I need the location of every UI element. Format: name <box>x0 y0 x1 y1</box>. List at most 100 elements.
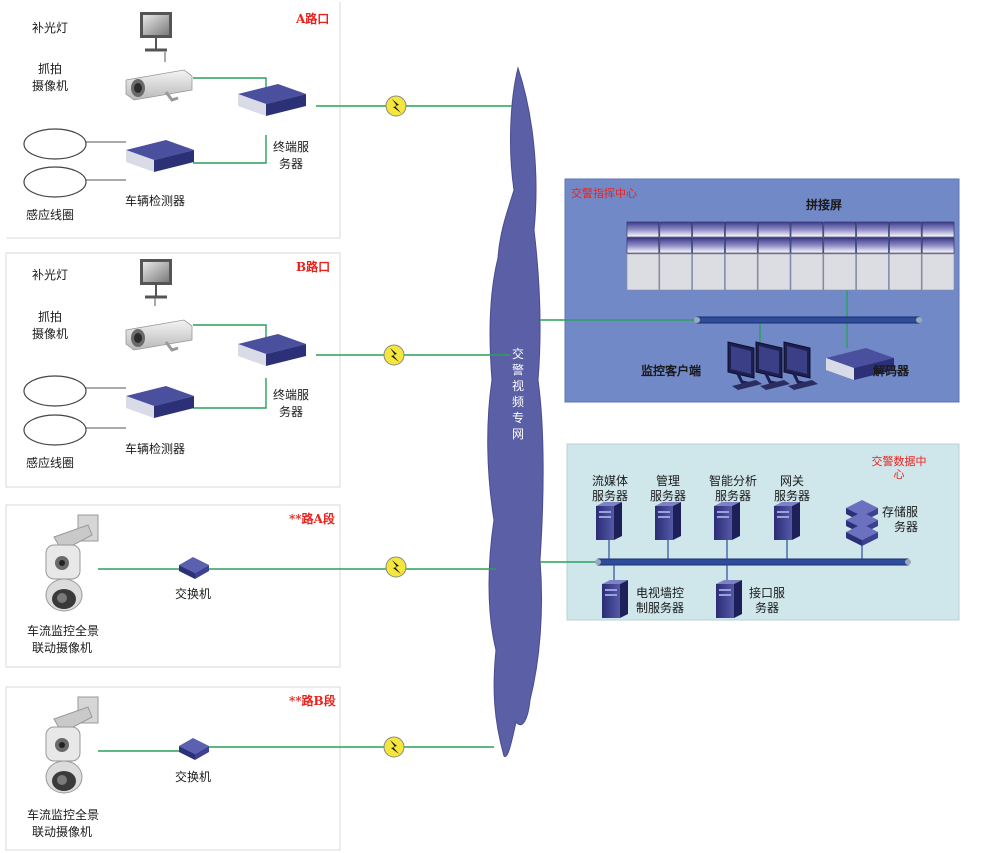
analysis-server-label: 智能分析 服务器 <box>708 474 757 503</box>
video-wall-screen <box>889 237 922 254</box>
gateway-server-icon <box>774 502 800 540</box>
terminal-server-label-2: 务器 <box>279 157 304 171</box>
storage-server-label: 存储服 务器 <box>882 505 919 534</box>
management-server-icon <box>655 502 681 540</box>
video-wall-screen <box>659 221 692 238</box>
terminal-server-icon <box>238 84 306 116</box>
management-server-label: 管理 服务器 <box>649 474 686 503</box>
video-wall-screen <box>856 237 889 254</box>
video-wall-cabinet <box>659 253 692 291</box>
terminal-server-label-2: 务器 <box>279 405 304 419</box>
decoder-label: 解码器 <box>873 364 910 378</box>
streaming-server-icon <box>596 502 622 540</box>
capture-camera-label-1: 抓拍 <box>38 62 63 76</box>
video-wall-screen <box>921 237 955 254</box>
panoramic-camera-icon <box>45 696 99 794</box>
data-center-title: 交警数据中 心 <box>871 455 927 481</box>
video-wall-screen <box>823 221 856 238</box>
video-wall-screen <box>790 221 824 238</box>
site-b-frame <box>5 252 341 488</box>
switch-label: 交换机 <box>175 770 212 784</box>
vehicle-detector-icon <box>126 140 194 172</box>
link-icon <box>385 95 407 117</box>
video-wall-screen <box>692 237 725 254</box>
streaming-server-label: 流媒体 服务器 <box>591 474 628 503</box>
monitor-client-label: 监控客户端 <box>641 364 702 378</box>
switch-label: 交换机 <box>175 587 212 601</box>
induction-loop-icon <box>23 414 87 446</box>
video-wall-cabinet <box>626 253 660 291</box>
video-wall-cabinet <box>823 253 856 291</box>
video-wall-screen <box>626 221 660 238</box>
capture-camera-label-2: 摄像机 <box>32 327 69 341</box>
video-wall-screen <box>889 221 922 238</box>
command-center-title: 交警指挥中心 <box>571 187 637 200</box>
panoramic-camera-label-1: 车流监控全景 <box>27 808 100 822</box>
panoramic-camera-icon <box>45 514 99 612</box>
capture-camera-label-2: 摄像机 <box>32 79 69 93</box>
storage-server-icon <box>846 500 878 546</box>
link-icon <box>385 556 407 578</box>
tv-wall-server-label: 电视墙控 制服务器 <box>636 586 685 615</box>
video-wall-screen <box>856 221 889 238</box>
data-center-panel <box>566 443 960 621</box>
capture-camera-icon <box>124 318 194 352</box>
induction-loop-label: 感应线圈 <box>26 208 75 222</box>
terminal-server-icon <box>238 334 306 366</box>
video-wall-screen <box>757 237 791 254</box>
video-wall-screen <box>659 237 692 254</box>
interface-server-label: 接口服 务器 <box>749 586 786 615</box>
switch-icon <box>179 557 209 579</box>
video-wall-screen <box>790 237 824 254</box>
video-wall-screen <box>725 221 758 238</box>
video-wall-screen <box>921 221 955 238</box>
site-a-frame <box>6 2 341 239</box>
command-bus <box>694 316 922 324</box>
segment-a-title: **路A段 <box>289 512 335 526</box>
network-label: 交 警 视 频 专 网 <box>511 347 524 441</box>
segment-b-title: **路B段 <box>289 694 336 708</box>
panoramic-camera-label-2: 联动摄像机 <box>32 825 93 839</box>
induction-loop-label: 感应线圈 <box>26 456 75 470</box>
induction-loop-icon <box>23 166 87 198</box>
switch-icon <box>179 738 209 760</box>
video-wall-screen <box>692 221 725 238</box>
induction-loop-icon <box>23 128 87 160</box>
fill-light-icon <box>138 257 174 299</box>
capture-camera-label-1: 抓拍 <box>38 310 63 324</box>
capture-camera-icon <box>124 68 194 102</box>
video-wall-screen <box>626 237 660 254</box>
fill-light-label: 补光灯 <box>32 21 69 35</box>
video-wall-icon <box>626 221 955 291</box>
video-wall-cabinet <box>921 253 955 291</box>
data-bus <box>595 558 911 566</box>
terminal-server-label-1: 终端服 <box>273 388 310 402</box>
video-wall-screen <box>823 237 856 254</box>
video-wall-cabinet <box>757 253 791 291</box>
vehicle-detector-icon <box>126 386 194 418</box>
video-wall-cabinet <box>790 253 824 291</box>
vehicle-detector-label: 车辆检测器 <box>125 442 186 456</box>
video-wall-cabinet <box>692 253 725 291</box>
induction-loop-icon <box>23 375 87 407</box>
panoramic-camera-label-1: 车流监控全景 <box>27 624 100 638</box>
tv-wall-server-icon <box>602 580 628 618</box>
link-icon <box>383 344 405 366</box>
seg-a-frame <box>5 504 341 668</box>
analysis-server-icon <box>714 502 740 540</box>
video-wall-cabinet <box>725 253 758 291</box>
seg-b-frame <box>5 686 341 851</box>
link-icon <box>383 736 405 758</box>
vehicle-detector-label: 车辆检测器 <box>125 194 186 208</box>
video-private-network-cloud <box>487 66 544 757</box>
fill-light-label: 补光灯 <box>32 268 69 282</box>
site-b-title: B路口 <box>296 260 331 274</box>
video-wall-screen <box>725 237 758 254</box>
panoramic-camera-label-2: 联动摄像机 <box>32 641 93 655</box>
interface-server-icon <box>716 580 742 618</box>
video-wall-label: 拼接屏 <box>806 198 843 212</box>
video-wall-screen <box>757 221 791 238</box>
terminal-server-label-1: 终端服 <box>273 140 310 154</box>
video-wall-cabinet <box>889 253 922 291</box>
